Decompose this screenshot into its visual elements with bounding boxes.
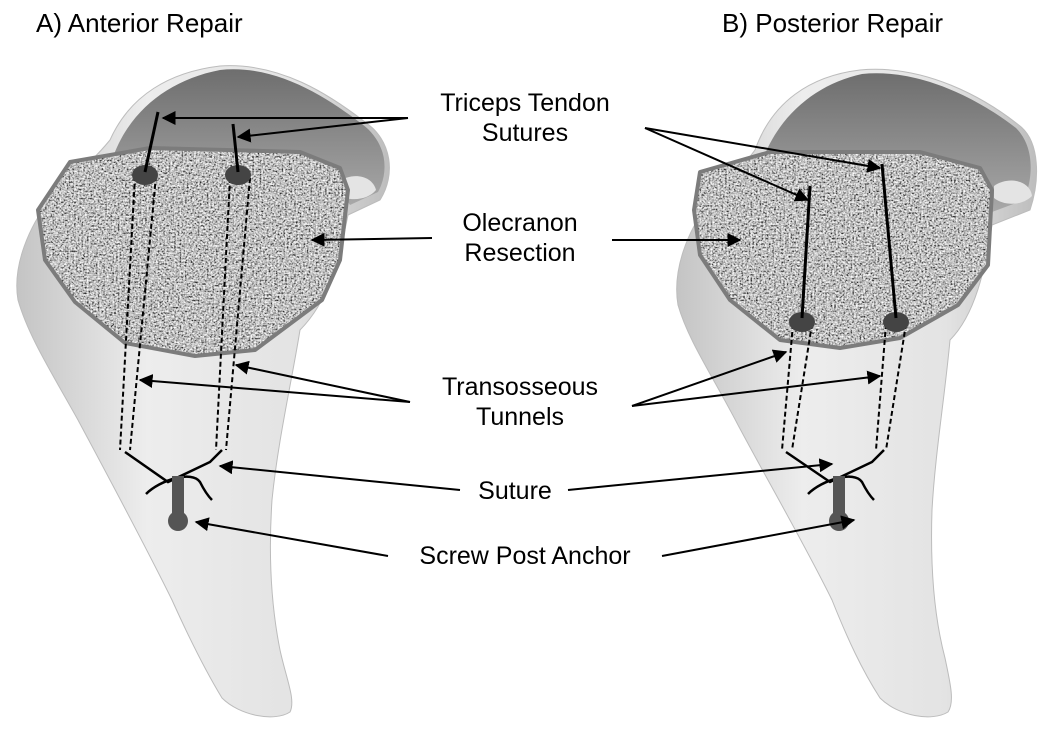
label-transosseous-line2: Tunnels bbox=[410, 402, 630, 432]
label-triceps-line1: Triceps Tendon bbox=[400, 88, 650, 118]
panel-title-anterior: A) Anterior Repair bbox=[36, 8, 243, 38]
label-transosseous-tunnels: Transosseous Tunnels bbox=[410, 372, 630, 432]
label-transosseous-line1: Transosseous bbox=[410, 372, 630, 402]
anterior-repair-panel bbox=[17, 66, 390, 717]
panel-title-posterior: B) Posterior Repair bbox=[722, 8, 943, 38]
label-olecranon-line1: Olecranon bbox=[420, 208, 620, 238]
label-olecranon-resection: Olecranon Resection bbox=[420, 208, 620, 268]
label-suture: Suture bbox=[440, 476, 590, 506]
label-triceps-tendon-sutures: Triceps Tendon Sutures bbox=[400, 88, 650, 148]
label-triceps-line2: Sutures bbox=[400, 118, 650, 148]
label-olecranon-line2: Resection bbox=[420, 238, 620, 268]
label-screw-post-anchor: Screw Post Anchor bbox=[380, 541, 670, 571]
